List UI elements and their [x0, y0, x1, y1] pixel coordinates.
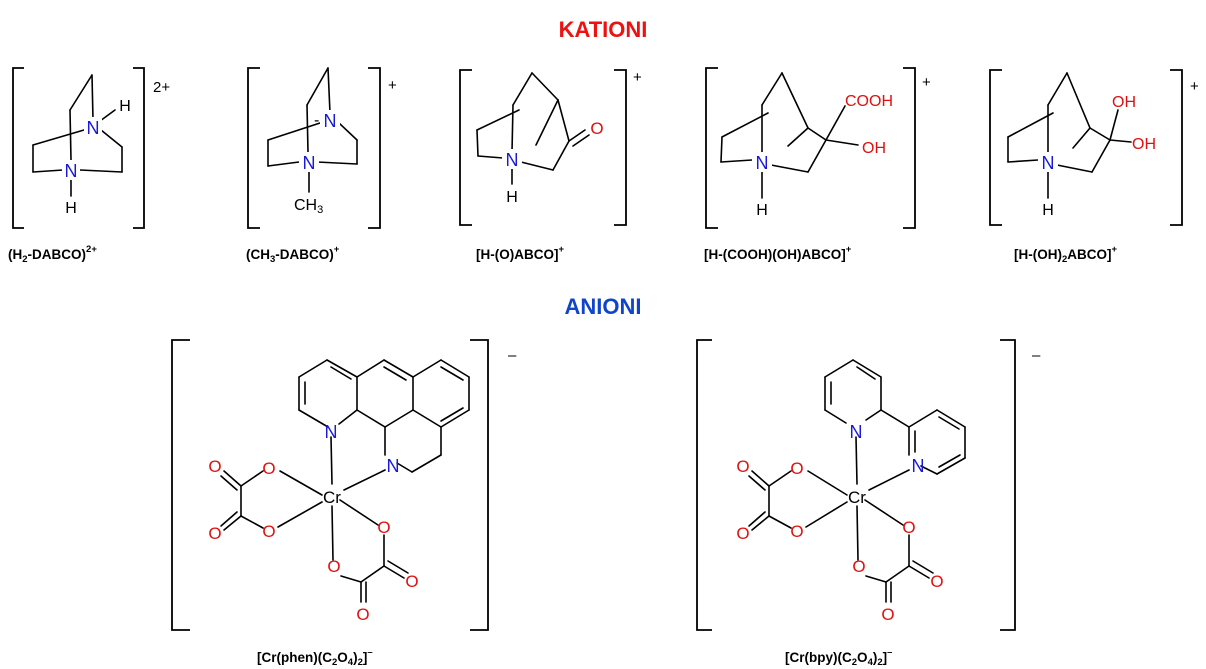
molecule-bonds: [220, 359, 470, 603]
left-bracket: [171, 339, 190, 631]
charge-label: –: [1032, 347, 1041, 364]
atom-o: O: [356, 605, 369, 624]
atom-o: O: [902, 518, 915, 537]
molecule-bonds: [1007, 72, 1132, 199]
caption: (H2-DABCO)2+: [8, 244, 97, 265]
atom-o: O: [736, 457, 749, 476]
cation-h-o-abco: + N O H [H-(O)ABCO]+: [459, 69, 642, 262]
left-bracket: [696, 339, 712, 631]
charge-label: –: [508, 347, 517, 364]
atom-h: H: [65, 200, 77, 217]
atom-n: N: [912, 456, 925, 476]
atom-n: N: [1042, 153, 1055, 173]
atom-h: H: [119, 98, 131, 115]
molecule-bonds: [748, 359, 966, 603]
atom-o: O: [262, 522, 275, 541]
left-bracket: [705, 67, 718, 229]
caption: [H-(OH)2ABCO]+: [1014, 244, 1118, 265]
charge-label: 2+: [153, 79, 170, 96]
caption: (CH3-DABCO)+: [246, 244, 340, 265]
atom-bond-dash: -: [314, 112, 319, 129]
caption: [Cr(phen)(C2O4)2]–: [257, 647, 373, 668]
atom-h: H: [756, 202, 768, 219]
cation-ch3-dabco: + N - N CH3 (CH3-DABCO)+: [246, 67, 397, 265]
anions-heading: ANIONI: [565, 294, 642, 319]
atom-o: O: [405, 572, 418, 591]
right-bracket: [133, 67, 145, 229]
atom-cr: Cr: [848, 488, 866, 507]
atom-n: N: [65, 161, 78, 181]
left-bracket: [247, 67, 260, 229]
left-bracket: [989, 69, 1002, 226]
atom-n: N: [303, 153, 316, 173]
atom-n: N: [756, 153, 769, 173]
atom-o: O: [790, 522, 803, 541]
atom-n: N: [324, 111, 337, 131]
anion-cr-phen-oxalate: –: [171, 339, 517, 668]
atom-o: O: [881, 605, 894, 624]
molecule-bonds: [476, 72, 590, 185]
right-bracket: [1000, 339, 1016, 631]
atom-n: N: [850, 422, 863, 442]
right-bracket: [903, 67, 916, 229]
charge-label: +: [388, 77, 397, 94]
cations-heading: KATIONI: [559, 17, 648, 42]
atom-n: N: [506, 150, 519, 170]
right-bracket: [470, 339, 489, 631]
caption: [H-(O)ABCO]+: [476, 244, 564, 262]
atom-cr: Cr: [323, 488, 341, 507]
molecule-bonds: [32, 74, 123, 197]
left-bracket: [459, 69, 472, 226]
atom-o: O: [930, 572, 943, 591]
carboxyl-group: COOH: [845, 93, 893, 110]
atom-o: O: [852, 557, 865, 576]
atom-h: H: [1042, 202, 1054, 219]
caption: [Cr(bpy)(C2O4)2]–: [785, 647, 892, 668]
anion-cr-bpy-oxalate: –: [696, 339, 1041, 668]
molecule-bonds: [720, 72, 859, 199]
cation-h-oh2-abco: + N OH OH H [H-(OH)2ABCO]+: [989, 69, 1199, 265]
hydroxyl-group: OH: [1112, 94, 1136, 111]
hydroxyl-group: OH: [1132, 136, 1156, 153]
atom-o: O: [208, 524, 221, 543]
atom-n: N: [325, 422, 338, 442]
left-bracket: [12, 67, 24, 229]
atom-o: O: [790, 459, 803, 478]
atom-o: O: [262, 459, 275, 478]
right-bracket: [1170, 69, 1183, 226]
charge-label: +: [922, 74, 931, 91]
atom-o: O: [208, 457, 221, 476]
atom-h: H: [506, 189, 518, 206]
caption: [H-(COOH)(OH)ABCO]+: [704, 244, 852, 262]
methyl-group: CH3: [294, 197, 323, 216]
cation-h-cooh-oh-abco: + N COOH OH H [H-(COOH)(OH)ABCO]+: [704, 67, 931, 262]
charge-label: +: [633, 69, 642, 86]
molecule-bonds: [267, 67, 358, 193]
atom-n: N: [87, 118, 100, 138]
atom-o: O: [377, 518, 390, 537]
cation-h2-dabco: 2+ N N H H (H2-DABCO)2+: [8, 67, 170, 265]
atom-o: O: [327, 557, 340, 576]
hydroxyl-group: OH: [862, 140, 886, 157]
charge-label: +: [1190, 78, 1199, 95]
right-bracket: [368, 67, 381, 229]
atom-o: O: [736, 524, 749, 543]
right-bracket: [614, 69, 627, 226]
atom-n: N: [387, 456, 400, 476]
atom-o: O: [590, 119, 603, 138]
